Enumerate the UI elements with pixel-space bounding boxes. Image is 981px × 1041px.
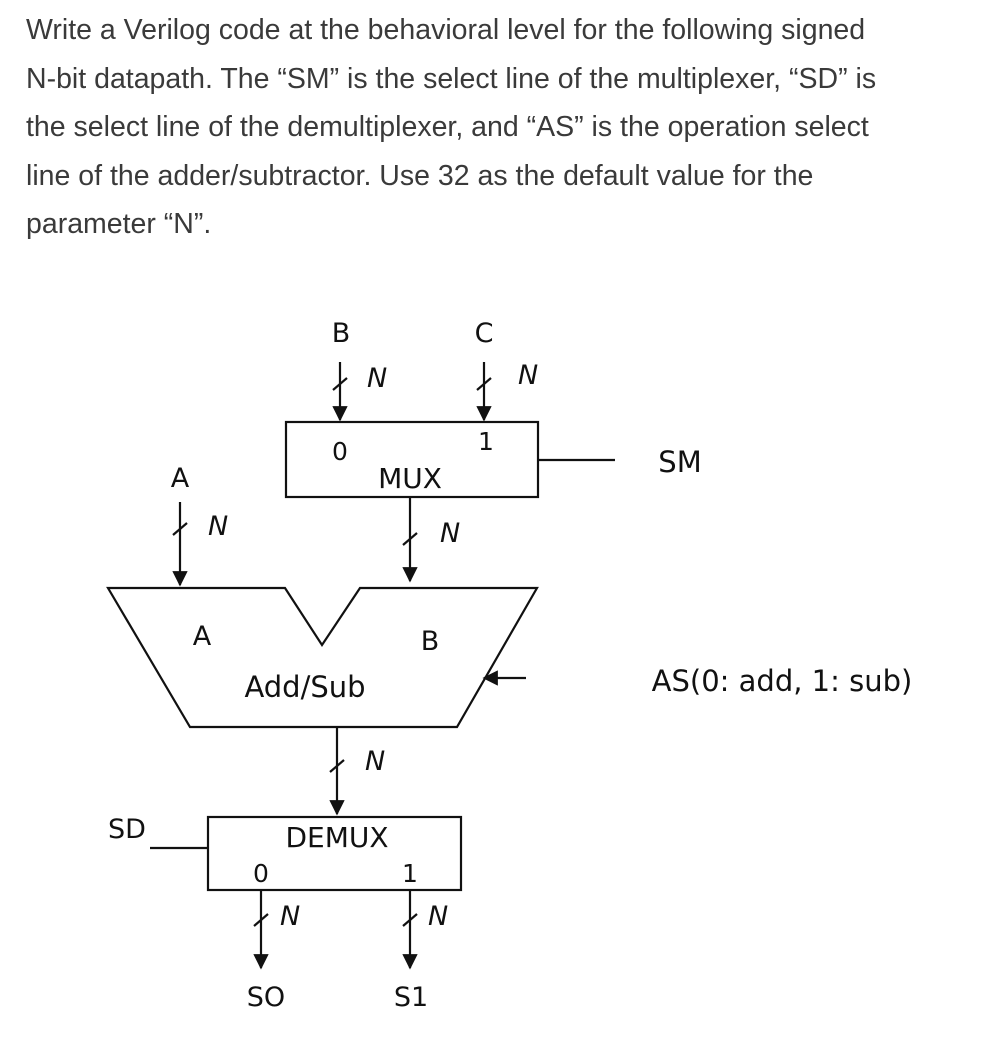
as-label: AS(0: add, 1: sub) (652, 664, 913, 698)
addsub-output-bus-slash (329, 759, 345, 773)
mux-box (284, 420, 540, 499)
mux-input-1-label: 1 (478, 427, 494, 456)
demux-box (206, 815, 463, 892)
mux-output-bus-slash (402, 532, 418, 546)
input-b-bus-slash (332, 377, 348, 391)
question-line-1: Write a Verilog code at the behavioral l… (26, 14, 866, 46)
sd-label: SD (108, 814, 146, 845)
question-line-3: the select line of the demultiplexer, an… (26, 111, 869, 143)
output-s1-label: S1 (394, 982, 428, 1013)
addsub-output-width: N (365, 746, 385, 777)
mux-title: MUX (378, 462, 442, 495)
addsub-title: Add/Sub (244, 670, 365, 704)
input-a-bus-slash (172, 522, 188, 536)
question-text: Write a Verilog code at the behavioral l… (26, 6, 971, 249)
input-b-label: B (332, 318, 351, 349)
input-c-width: N (518, 360, 538, 391)
question-line-4: line of the adder/subtractor. Use 32 as … (26, 159, 814, 192)
input-a-width: N (208, 511, 228, 542)
mux-input-0-label: 0 (332, 437, 348, 466)
addsub-port-a-label: A (193, 621, 212, 652)
addsub-port-b-label: B (421, 626, 440, 657)
question-line-2: N-bit datapath. The “SM” is the select l… (26, 62, 877, 95)
sm-label: SM (658, 445, 701, 479)
s1-bus-slash (402, 913, 418, 927)
mux-output-width: N (440, 518, 460, 549)
s0-bus-slash (253, 913, 269, 927)
question-line-5: parameter “N”. (26, 208, 212, 240)
input-c-bus-slash (476, 377, 492, 391)
output-s0-label: SO (247, 982, 285, 1013)
s0-width: N (280, 901, 300, 932)
input-a-label: A (171, 463, 190, 494)
addsub-unit (106, 586, 539, 729)
input-b-width: N (367, 363, 387, 394)
s1-width: N (428, 901, 448, 932)
demux-title: DEMUX (285, 821, 388, 854)
demux-output-0-label: 0 (253, 859, 269, 888)
demux-output-1-label: 1 (402, 859, 418, 888)
input-c-label: C (475, 318, 494, 349)
